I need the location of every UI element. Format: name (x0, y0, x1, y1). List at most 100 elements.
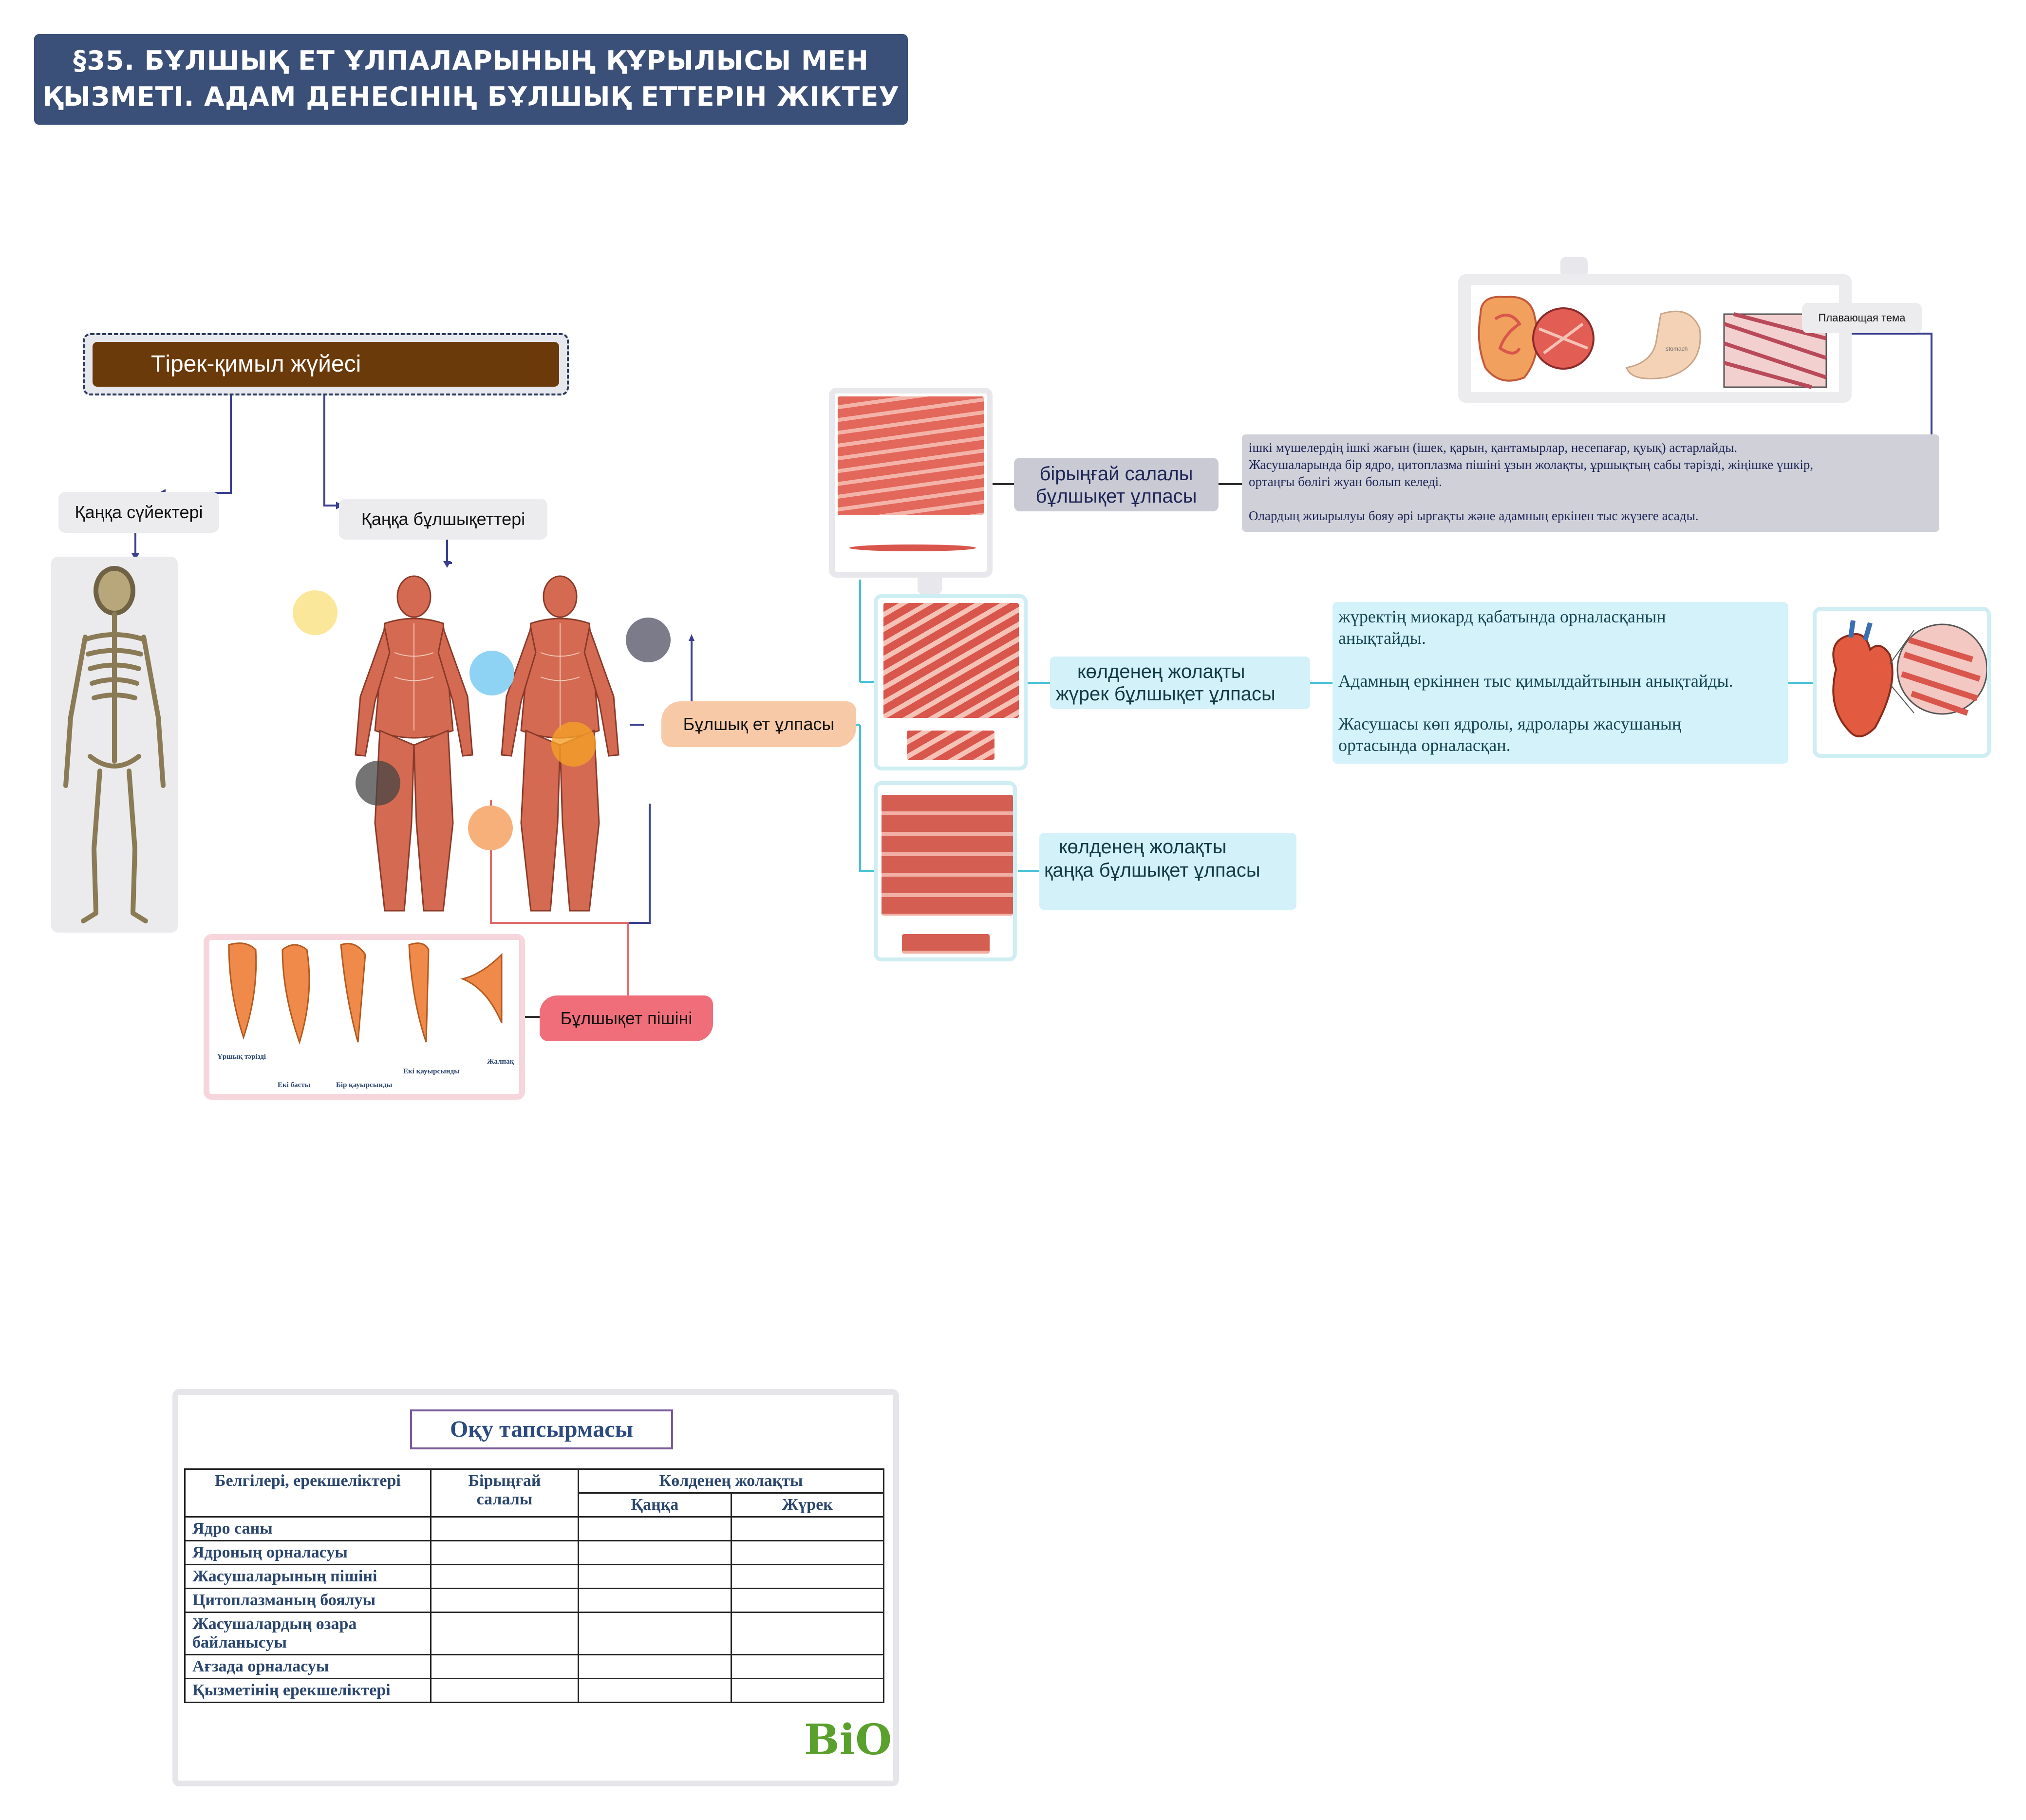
cardiac-muscle-description: жүректің миокард қабатында орналасқанын … (1332, 602, 1788, 764)
card-tab (918, 578, 942, 594)
cell-heart[interactable] (730, 1588, 885, 1613)
cardiac-desc-1: жүректің миокард қабатында орналасқанын (1338, 607, 1666, 626)
header-smooth: Бірыңғай салалы (430, 1468, 580, 1518)
skeletal-muscle-fiber-image (902, 934, 990, 954)
marker-dot-orange (551, 722, 596, 767)
cell-heart[interactable] (730, 1654, 885, 1679)
smooth-muscle-description: ішкі мүшелердің ішкі жағын (ішек, қарын,… (1242, 434, 1939, 532)
heart-icon (1832, 620, 1988, 737)
smooth-desc-line-1: ішкі мүшелердің ішкі жағын (ішек, қарын,… (1249, 440, 1738, 455)
topic-cardiac-muscle[interactable]: көлденең жолақты жүрек бұлшықет ұлпасы (1050, 657, 1310, 709)
smooth-desc-line-5: Олардың жиырылуы бояу әрі ырғақты және а… (1249, 508, 1699, 523)
smooth-line-1: бірыңғай салалы (1039, 463, 1193, 485)
cardiac-desc-7: ортасында орналасқан. (1338, 735, 1511, 755)
marker-dot-peach (468, 806, 513, 850)
root-topic[interactable]: Тірек-қимыл жүйесі (93, 342, 559, 387)
shape-label-5: Жалпақ (487, 1058, 514, 1066)
digestive-organs-image: stomach (1471, 285, 1839, 392)
cardiac-desc-2: анықтайды. (1338, 628, 1426, 648)
row-label: Ағзада орналасуы (184, 1654, 431, 1679)
topic-skeletal-muscle-tissue[interactable]: көлденең жолақты қаңқа бұлшықет ұлпасы (1039, 833, 1296, 910)
marker-dot-dark (356, 761, 400, 806)
topic-muscle-tissue[interactable]: Бұлшық ет ұлпасы (661, 701, 856, 747)
muscle-shapes-card: Ұршық тәрізді Екі басты Бір қауырсынды Е… (204, 934, 525, 1100)
shape-label-3: Бір қауырсынды (336, 1081, 393, 1089)
floating-topic-label[interactable]: Плавающая тема (1802, 303, 1922, 333)
table-row: Жасушалардың өзара байланысуы (184, 1612, 885, 1655)
smooth-muscle-tissue-image (838, 396, 984, 515)
cell-skeletal[interactable] (578, 1564, 732, 1589)
table-row: Ядро саны (184, 1516, 885, 1541)
cell-heart[interactable] (730, 1612, 885, 1655)
cardiac-desc-spacer-2 (1338, 692, 1782, 713)
table-row: Цитоплазманың боялуы (184, 1588, 885, 1613)
table-row: Жасушаларының пішіні (184, 1564, 885, 1589)
title-line-1: §35. БҰЛШЫҚ ЕТ ҰЛПАЛАРЫНЫҢ ҚҰРЫЛЫСЫ МЕН (73, 45, 869, 76)
shape-label-1: Ұршық тәрізді (217, 1053, 266, 1061)
cardiac-muscle-image-card (874, 594, 1028, 770)
skeletal-muscle-tissue-image (882, 795, 1013, 916)
cell-smooth[interactable] (430, 1654, 580, 1679)
row-label: Жасушаларының пішіні (184, 1564, 431, 1589)
bio-logo: BiO (804, 1715, 892, 1764)
table-row: Қызметінің ерекшеліктері (184, 1678, 885, 1703)
floating-tab (1560, 257, 1588, 277)
skeleton-icon (63, 566, 166, 923)
cell-heart[interactable] (730, 1564, 885, 1589)
shape-label-2: Екі басты (278, 1081, 311, 1089)
header-features: Белгілері, ерекшеліктері (184, 1468, 431, 1518)
header-striated: Көлденең жолақты (578, 1468, 884, 1494)
stomach-label: stomach (1666, 345, 1688, 352)
row-label: Цитоплазманың боялуы (184, 1588, 431, 1613)
table-row: Ағзада орналасуы (184, 1654, 885, 1679)
cell-smooth[interactable] (430, 1540, 580, 1565)
topic-bones[interactable]: Қаңқа сүйектері (58, 492, 219, 533)
row-label: Жасушалардың өзара байланысуы (184, 1612, 431, 1655)
cardiac-muscle-cell-image (907, 731, 994, 760)
cell-skeletal[interactable] (578, 1678, 732, 1703)
marker-dot-blue (469, 651, 514, 695)
skeleton-image (51, 557, 178, 933)
topic-muscle-shape[interactable]: Бұлшықет пішіні (540, 995, 713, 1041)
cardiac-desc-4: Адамның еркіннен тыс қимылдайтынын анықт… (1338, 671, 1733, 691)
task-table: Белгілері, ерекшеліктері Бірыңғай салалы… (184, 1468, 885, 1703)
cell-skeletal[interactable] (578, 1612, 732, 1655)
cell-skeletal[interactable] (578, 1540, 732, 1565)
row-label: Ядроның орналасуы (184, 1540, 431, 1565)
heart-image-card (1813, 607, 1991, 758)
topic-smooth-muscle[interactable]: бірыңғай салалы бұлшықет ұлпасы (1014, 458, 1219, 511)
cell-skeletal[interactable] (578, 1516, 732, 1541)
muscle-body-icon (355, 575, 619, 912)
cell-heart[interactable] (730, 1540, 885, 1565)
muscle-anatomy-image (331, 570, 643, 920)
digestive-organs-icon (1478, 296, 1827, 389)
cardiac-line-1: көлденең жолақты (1077, 661, 1245, 682)
header-smooth-2: салалы (476, 1490, 533, 1508)
skeletal-line-2: қаңқа бұлшықет ұлпасы (1044, 860, 1260, 881)
cardiac-line-2: жүрек бұлшықет ұлпасы (1056, 683, 1276, 705)
smooth-muscle-cell-image (849, 544, 976, 551)
smooth-desc-line-2: Жасушаларында бір ядро, цитоплазма пішін… (1249, 457, 1814, 472)
cell-smooth[interactable] (430, 1516, 580, 1541)
smooth-line-2: бұлшықет ұлпасы (1035, 486, 1197, 507)
page-title: §35. БҰЛШЫҚ ЕТ ҰЛПАЛАРЫНЫҢ ҚҰРЫЛЫСЫ МЕН … (34, 34, 908, 125)
cell-skeletal[interactable] (578, 1588, 732, 1613)
cell-heart[interactable] (730, 1678, 885, 1703)
table-row: Ядроның орналасуы (184, 1540, 885, 1565)
marker-dot-gray (626, 618, 671, 662)
header-smooth-1: Бірыңғай (468, 1472, 541, 1490)
cell-smooth[interactable] (430, 1678, 580, 1703)
row-label: Ядро саны (184, 1516, 431, 1541)
skeletal-muscle-image-card (874, 781, 1017, 961)
header-skeletal: Қаңқа (578, 1492, 732, 1518)
cell-skeletal[interactable] (578, 1654, 732, 1679)
title-line-2: ҚЫЗМЕТІ. АДАМ ДЕНЕСІНІҢ БҰЛШЫҚ ЕТТЕРІН Ж… (42, 81, 900, 112)
smooth-desc-line-3: ортаңғы бөлігі жуан болып келеді. (1249, 474, 1442, 489)
cell-smooth[interactable] (430, 1612, 580, 1655)
cell-heart[interactable] (730, 1516, 885, 1541)
topic-skeletal-muscles[interactable]: Қаңқа бұлшықеттері (339, 499, 547, 540)
smooth-desc-spacer (1249, 490, 1932, 507)
cell-smooth[interactable] (430, 1564, 580, 1589)
row-label: Қызметінің ерекшеліктері (184, 1678, 431, 1703)
cell-smooth[interactable] (430, 1588, 580, 1613)
